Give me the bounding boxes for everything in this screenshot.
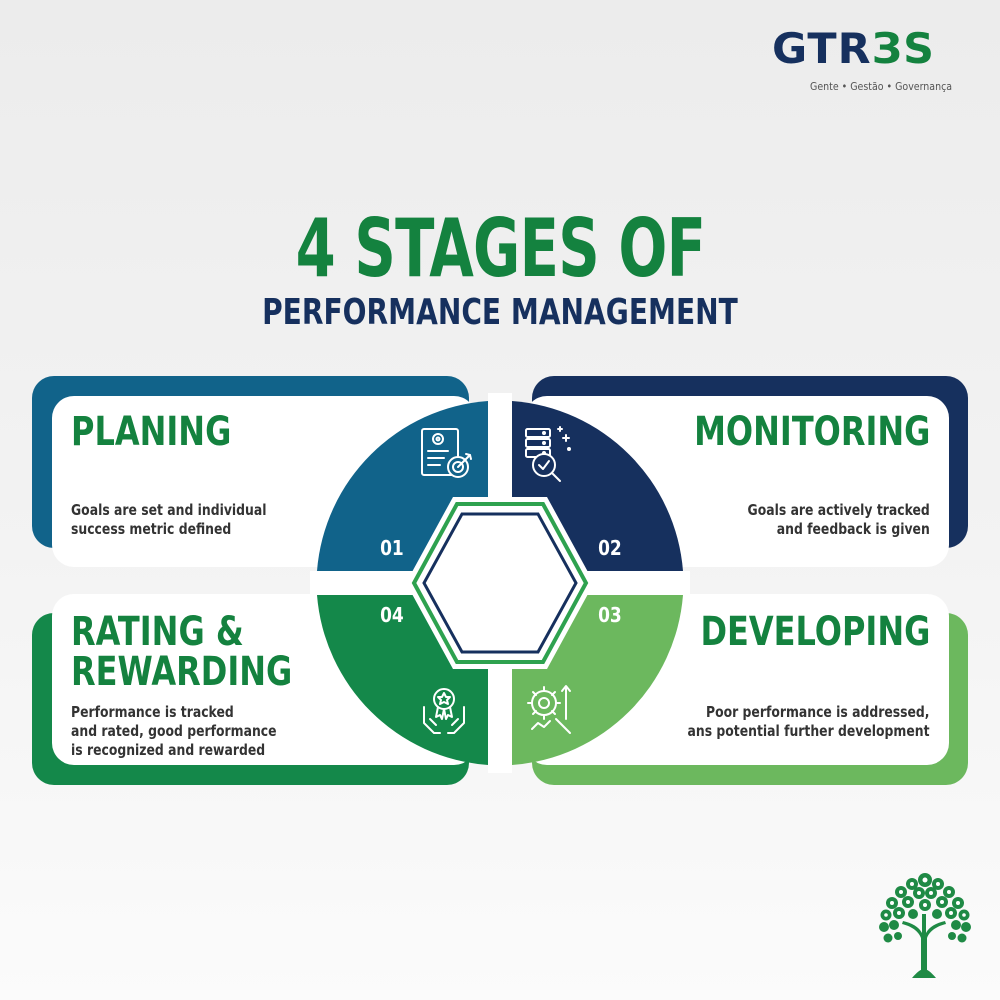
page-subtitle: PERFORMANCE MANAGEMENT bbox=[262, 292, 738, 333]
stage-heading-monitoring: MONITORING bbox=[693, 409, 930, 455]
logo-tagline: Gente • Gestão • Governança bbox=[810, 81, 953, 93]
desc-line: is recognized and rewarded bbox=[71, 741, 266, 759]
server-magnifier-icon bbox=[525, 426, 571, 482]
desc-line: Goals are actively tracked bbox=[747, 501, 930, 519]
stage-heading-planing: PLANING bbox=[71, 409, 232, 455]
stage-desc-monitoring: Goals are actively tracked and feedback … bbox=[748, 501, 930, 539]
tree-icon bbox=[879, 873, 971, 978]
logo: GTRЗS Gente • Gestão • Governança bbox=[772, 28, 972, 98]
stage-number-03: 03 bbox=[598, 603, 622, 627]
stage-number-01: 01 bbox=[380, 536, 404, 560]
stage-desc-rating: Performance is tracked and rated, good p… bbox=[71, 703, 277, 760]
logo-wordmark-suffix: ЗS bbox=[871, 24, 936, 73]
gear-growth-icon bbox=[527, 685, 571, 734]
page-title: 4 STAGES OF bbox=[295, 202, 705, 295]
stage-heading-developing: DEVELOPING bbox=[700, 609, 930, 655]
hands-award-icon bbox=[423, 688, 465, 734]
stage-desc-planing: Goals are set and individual success met… bbox=[71, 501, 267, 539]
heading-line: REWARDING bbox=[71, 649, 293, 695]
desc-line: Performance is tracked bbox=[71, 703, 234, 721]
stage-number-04: 04 bbox=[380, 603, 404, 627]
logo-wordmark-prefix: GTR bbox=[772, 24, 872, 73]
subtitle-block: PERFORMANCE MANAGEMENT bbox=[0, 292, 1000, 333]
desc-line: and rated, good performance bbox=[71, 722, 277, 740]
stage-heading-rating: RATING & REWARDING bbox=[71, 612, 292, 692]
desc-line: Poor performance is addressed, bbox=[706, 703, 930, 721]
document-target-icon bbox=[421, 428, 472, 478]
stage-cycle-diagram bbox=[310, 393, 690, 773]
hexagon-navy-ring bbox=[422, 512, 578, 654]
stage-desc-developing: Poor performance is addressed, ans poten… bbox=[688, 703, 930, 741]
heading-line: RATING & bbox=[71, 609, 244, 655]
desc-line: Goals are set and individual bbox=[71, 501, 267, 519]
desc-line: ans potential further development bbox=[687, 722, 930, 740]
title-block: 4 STAGES OF bbox=[0, 204, 1000, 294]
stage-number-02: 02 bbox=[598, 536, 622, 560]
logo-wordmark: GTRЗS bbox=[772, 28, 935, 70]
desc-line: and feedback is given bbox=[776, 520, 930, 538]
desc-line: success metric defined bbox=[71, 520, 232, 538]
hexagon-green-ring bbox=[411, 502, 589, 664]
